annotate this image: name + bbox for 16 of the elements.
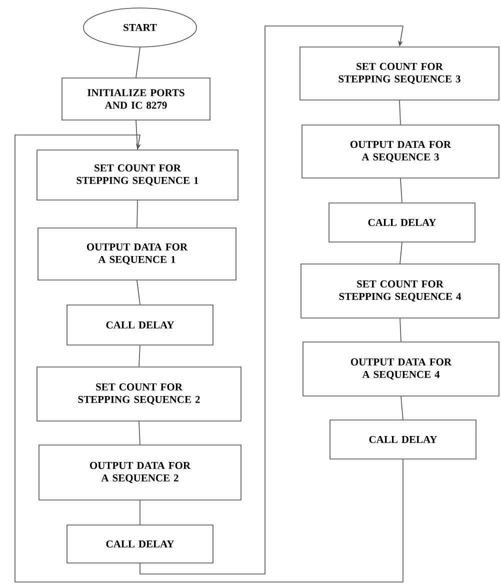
process-box: CALL DELAY: [66, 304, 214, 346]
process-box: CALL DELAY: [330, 420, 476, 460]
process-box: CALL DELAY: [66, 524, 214, 564]
process-box: INITIALIZE PORTS AND IC 8279: [62, 78, 210, 120]
process-box: SET COUNT FOR STEPPING SEQUENCE 4: [300, 264, 500, 318]
process-box: CALL DELAY: [328, 202, 476, 242]
process-box: SET COUNT FOR STEPPING SEQUENCE 1: [36, 150, 238, 200]
process-box: OUTPUT DATA FOR A SEQUENCE 3: [302, 124, 500, 178]
process-box: OUTPUT DATA FOR A SEQUENCE 2: [38, 444, 242, 500]
process-box: OUTPUT DATA FOR A SEQUENCE 4: [302, 342, 500, 396]
start-oval: START: [83, 8, 197, 48]
process-box: SET COUNT FOR STEPPING SEQUENCE 3: [300, 46, 500, 100]
arrow: [140, 26, 404, 574]
process-box: SET COUNT FOR STEPPING SEQUENCE 2: [36, 366, 242, 422]
arrow: [14, 134, 404, 582]
process-box: OUTPUT DATA FOR A SEQUENCE 1: [38, 228, 236, 280]
